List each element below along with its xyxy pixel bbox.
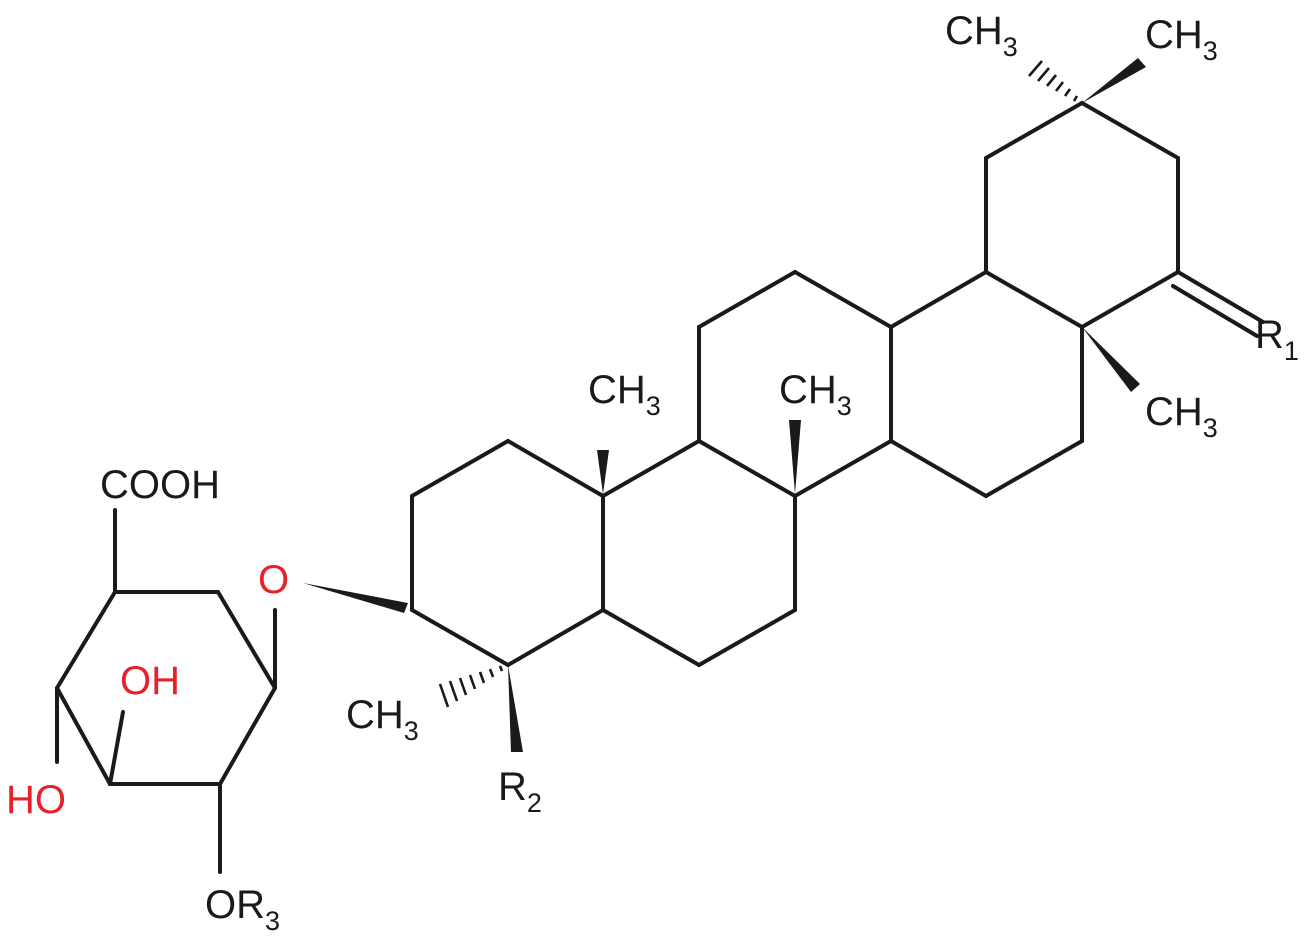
ch3-c17-label: CH3 bbox=[1145, 390, 1218, 443]
ch3-c4-label: CH3 bbox=[346, 693, 419, 746]
bond-c18-c17 bbox=[984, 270, 1084, 329]
bond-c19-c20 bbox=[984, 101, 1084, 160]
ch3-c20-hash-label: CH3 bbox=[945, 9, 1018, 62]
ring-d bbox=[889, 270, 1084, 498]
hash-methyl-c20 bbox=[1028, 60, 1079, 102]
ring-c bbox=[697, 270, 893, 498]
bond-c12-c13 bbox=[793, 270, 893, 329]
ch3-c10-main: CH bbox=[588, 368, 646, 412]
or3-main: OR bbox=[205, 883, 265, 927]
ring-b bbox=[601, 439, 797, 667]
double-bond-r1-a bbox=[1176, 270, 1265, 324]
bond-c9-c10 bbox=[601, 439, 701, 498]
bond-c5-c6 bbox=[601, 608, 701, 667]
ch3-c8-main: CH bbox=[779, 368, 837, 412]
bond-c20-c21 bbox=[1080, 101, 1180, 160]
r1-main: R bbox=[1255, 313, 1284, 357]
or3-subscript: 3 bbox=[265, 906, 280, 936]
ch3-c20-wedge-label: CH3 bbox=[1145, 13, 1218, 66]
ch3-c10-subscript: 3 bbox=[646, 391, 661, 421]
bond-c8-c9 bbox=[697, 439, 797, 498]
ch3-c8-label: CH3 bbox=[779, 368, 852, 421]
glycosidic-o-label: O bbox=[258, 558, 289, 602]
ch3-c20-wedge-subscript: 3 bbox=[1203, 36, 1218, 66]
wedge-bond-o-c3 bbox=[303, 583, 408, 613]
ch3-c8-subscript: 3 bbox=[837, 391, 852, 421]
ch3-c17-subscript: 3 bbox=[1203, 413, 1218, 443]
sugar-bond-c4-c1 bbox=[216, 590, 277, 690]
glucuronide-ring bbox=[55, 508, 277, 874]
ch3-c20-wedge-main: CH bbox=[1145, 13, 1203, 57]
ch3-c20-hash-main: CH bbox=[945, 9, 1003, 53]
bond-c13-c18 bbox=[889, 270, 988, 329]
wedge-methyl-c20 bbox=[1082, 58, 1146, 103]
bond-c3-c4 bbox=[410, 608, 510, 667]
wedge-methyl-c10 bbox=[597, 450, 609, 494]
ho-label: HO bbox=[6, 778, 66, 822]
oh-bond bbox=[108, 710, 125, 786]
cooh-label: COOH bbox=[100, 463, 220, 507]
bond-c14-c8 bbox=[793, 439, 893, 498]
or3-label: OR3 bbox=[205, 883, 280, 936]
bond-c11-c12 bbox=[697, 270, 797, 329]
sugar-bond-c4b-c5 bbox=[55, 590, 117, 690]
double-bond-r1-b bbox=[1171, 284, 1259, 338]
wedge-r2-c4 bbox=[508, 665, 523, 752]
oh-label: OH bbox=[120, 659, 180, 703]
bond-c4-c5 bbox=[506, 608, 605, 667]
r2-subscript: 2 bbox=[527, 788, 542, 818]
ring-a bbox=[410, 439, 605, 667]
r1-subscript: 1 bbox=[1284, 336, 1299, 366]
bond-c22-c17 bbox=[1080, 270, 1180, 329]
bond-c1-c2 bbox=[410, 439, 510, 498]
bond-c15-c14 bbox=[889, 439, 988, 498]
ch3-c20-hash-subscript: 3 bbox=[1003, 32, 1018, 62]
r2-label: R2 bbox=[498, 765, 542, 818]
r1-label: R1 bbox=[1255, 313, 1299, 366]
ch3-c17-main: CH bbox=[1145, 390, 1203, 434]
bond-c10-c1 bbox=[506, 439, 605, 498]
sugar-bond-c3-c4b bbox=[55, 686, 112, 786]
bond-c16-c15 bbox=[984, 439, 1084, 498]
wedge-methyl-c8 bbox=[789, 420, 801, 494]
sugar-bond-c1-c2 bbox=[218, 686, 277, 786]
ch3-c4-subscript: 3 bbox=[404, 716, 419, 746]
wedge-methyl-c17 bbox=[1082, 327, 1140, 392]
r2-main: R bbox=[498, 765, 527, 809]
ch3-c4-main: CH bbox=[346, 693, 404, 737]
hash-methyl-c4 bbox=[438, 665, 504, 708]
ring-e bbox=[984, 101, 1180, 329]
ch3-c10-label: CH3 bbox=[588, 368, 661, 421]
bond-c6-c7 bbox=[697, 608, 797, 667]
